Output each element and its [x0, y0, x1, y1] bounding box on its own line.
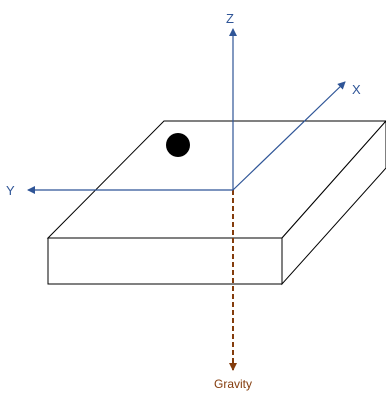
z-axis-label: Z [226, 11, 234, 26]
pin1-marker [166, 133, 190, 157]
x-axis-label: X [352, 82, 361, 97]
device-board [46, 120, 386, 286]
y-axis-label: Y [6, 183, 15, 198]
board-side-face [281, 120, 386, 286]
x-axis [232, 81, 346, 191]
gravity-label: Gravity [214, 377, 252, 391]
board-front-face [47, 237, 283, 285]
